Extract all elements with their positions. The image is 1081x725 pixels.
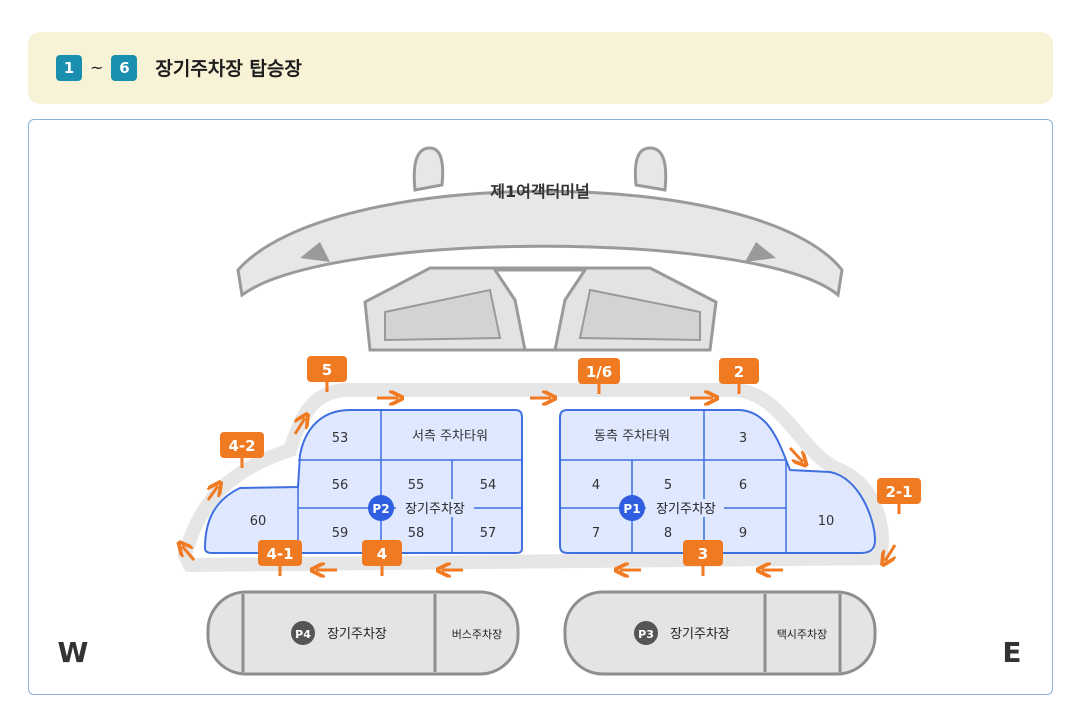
stop-marker[interactable]: 4-1 [258, 540, 302, 576]
stop-marker[interactable]: 4 [362, 540, 402, 576]
p4-parking-lot: P4 장기주차장 버스주차장 [206, 590, 520, 676]
zone-label: 8 [664, 526, 672, 541]
stop-label: 1/6 [586, 363, 612, 381]
stop-marker[interactable]: 2-1 [877, 478, 921, 514]
p2-label: 장기주차장 [405, 502, 465, 517]
stop-marker[interactable]: 3 [683, 540, 723, 576]
traffic-arrows [182, 398, 897, 570]
west-direction-label: W [58, 636, 89, 669]
zone-label: 5 [664, 478, 672, 493]
stop-marker[interactable]: 4-2 [220, 432, 264, 468]
p3-parking-lot: P3 장기주차장 택시주차장 [563, 590, 877, 676]
terminal-label: 제1여객터미널 [490, 182, 589, 201]
stop-badge-end: 6 [111, 54, 138, 81]
p3-label: 장기주차장 [670, 627, 730, 642]
stop-label: 4 [377, 545, 387, 563]
stop-label: 2 [734, 363, 744, 381]
west-tower-title: 서측 주차타워 [412, 429, 488, 444]
east-parking-tower: 동측 주차타워 3 4 5 6 7 8 9 10 P1 장기주차장 [559, 409, 877, 554]
stop-label: 4-2 [228, 437, 255, 455]
zone-label: 59 [332, 526, 349, 541]
zone-label: 57 [480, 526, 497, 541]
bus-parking-label: 버스주차장 [452, 628, 503, 641]
range-separator: ~ [90, 58, 104, 77]
east-tower-title: 동측 주차타워 [594, 429, 670, 444]
stop-label: 2-1 [885, 483, 912, 501]
zone-label: 60 [250, 514, 267, 529]
terminal-building: 제1여객터미널 [236, 146, 844, 352]
zone-label: 9 [739, 526, 747, 541]
zone-label: 7 [592, 526, 600, 541]
zone-label: 58 [408, 526, 425, 541]
stop-label: 5 [322, 361, 332, 379]
stop-label: 3 [698, 545, 708, 563]
stop-marker[interactable]: 1/6 [578, 358, 620, 394]
zone-label: 6 [739, 478, 747, 493]
header-banner: 1 ~ 6 장기주차장 탑승장 [28, 32, 1053, 104]
stop-badge-start: 1 [56, 54, 82, 81]
stop-label: 4-1 [266, 545, 293, 563]
west-parking-tower: 서측 주차타워 53 56 55 54 59 58 57 60 P2 장기주차장 [203, 409, 523, 554]
stop-marker[interactable]: 2 [719, 358, 759, 394]
p2-badge: P2 [372, 502, 389, 516]
zone-label: 54 [480, 478, 497, 493]
p1-label: 장기주차장 [656, 502, 716, 517]
zone-label: 3 [739, 431, 747, 446]
zone-label: 4 [592, 478, 600, 493]
p4-label: 장기주차장 [327, 627, 387, 642]
roadway-loop [177, 383, 889, 573]
p4-badge: P4 [295, 628, 311, 641]
page-title: 장기주차장 탑승장 [155, 58, 302, 80]
taxi-parking-label: 택시주차장 [777, 628, 828, 641]
zone-label: 56 [332, 478, 349, 493]
p3-badge: P3 [638, 628, 654, 641]
stop-marker[interactable]: 5 [307, 356, 347, 392]
zone-label: 10 [818, 514, 835, 529]
p1-badge: P1 [623, 502, 640, 516]
east-direction-label: E [1002, 636, 1021, 669]
zone-label: 55 [408, 478, 425, 493]
zone-label: 53 [332, 431, 349, 446]
